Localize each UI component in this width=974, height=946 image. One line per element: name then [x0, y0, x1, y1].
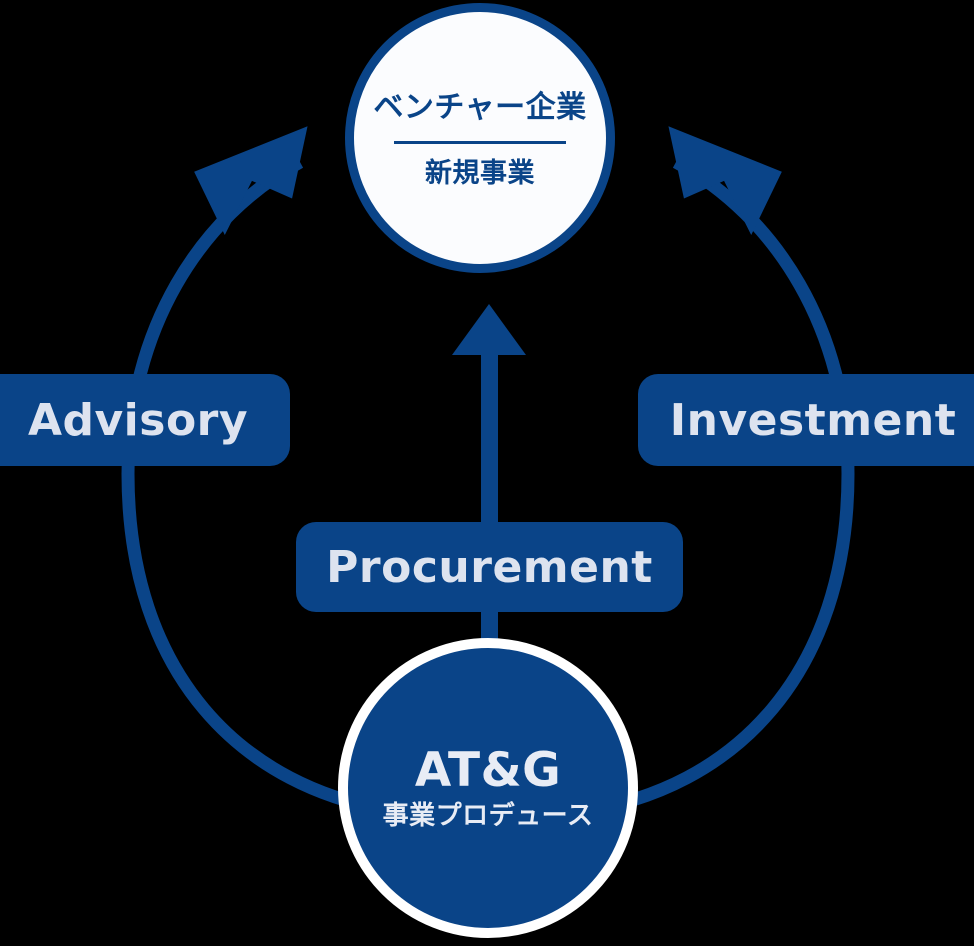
- venture-company-subtitle: 新規事業: [425, 158, 535, 189]
- advisory-label: Advisory: [0, 374, 290, 466]
- investment-label: Investment: [638, 374, 974, 466]
- procurement-label-text: Procurement: [326, 541, 653, 593]
- venture-company-node: ベンチャー企業 新規事業: [345, 3, 615, 273]
- atg-title: AT&G: [414, 743, 562, 798]
- procurement-straight-arrow: [452, 304, 526, 682]
- investment-label-text: Investment: [669, 394, 957, 446]
- advisory-arc-arrow: [121, 126, 401, 819]
- atg-subtitle: 事業プロデュース: [382, 801, 594, 831]
- atg-node: AT&G 事業プロデュース: [338, 638, 638, 938]
- investment-arc-arrow: [577, 126, 855, 819]
- venture-company-title: ベンチャー企業: [373, 90, 587, 125]
- venture-divider: [394, 141, 566, 144]
- procurement-label: Procurement: [296, 522, 683, 612]
- advisory-label-text: Advisory: [27, 394, 249, 446]
